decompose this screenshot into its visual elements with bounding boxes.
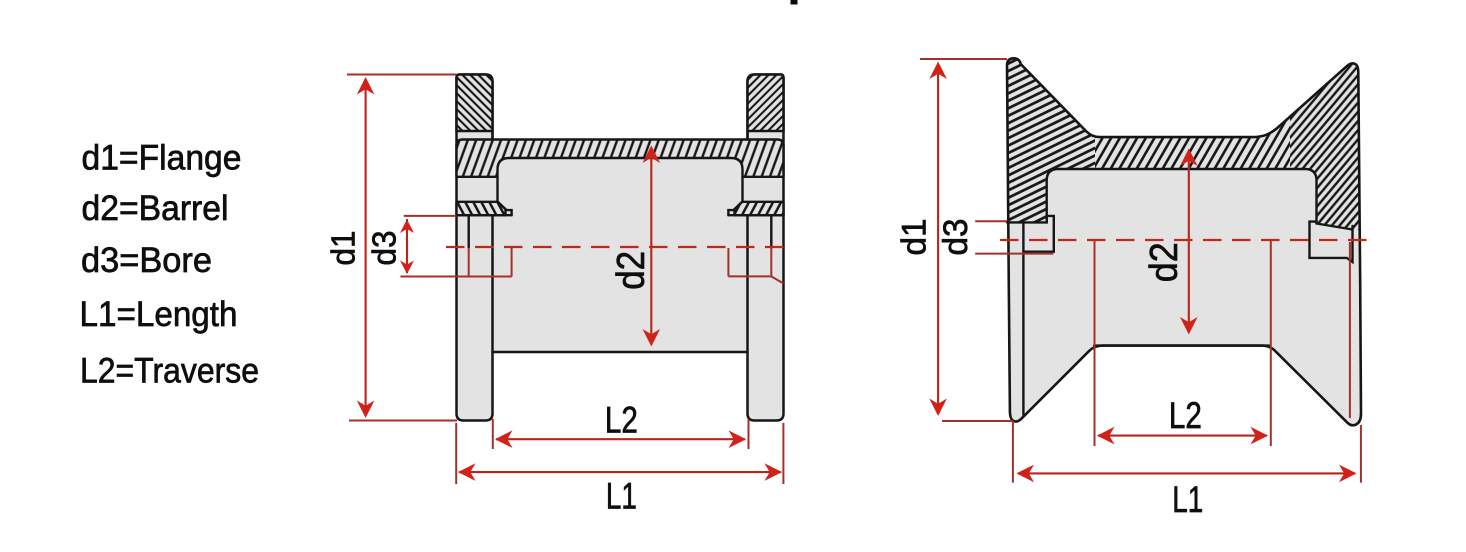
- svg-text:d3: d3: [367, 231, 404, 266]
- svg-text:d1: d1: [326, 231, 363, 266]
- svg-text:d1: d1: [896, 219, 934, 256]
- svg-text:d3: d3: [937, 219, 975, 256]
- svg-text:L1: L1: [606, 475, 637, 516]
- svg-text:d2=Barrel: d2=Barrel: [82, 189, 229, 228]
- svg-text:d2: d2: [610, 251, 653, 290]
- svg-text:L2: L2: [1169, 395, 1202, 436]
- svg-text:d2: d2: [1143, 242, 1186, 282]
- svg-text:L2=Traverse: L2=Traverse: [80, 351, 259, 390]
- svg-text:L1: L1: [1172, 479, 1203, 520]
- svg-text:d3=Bore: d3=Bore: [81, 241, 212, 280]
- svg-text:L2: L2: [605, 399, 638, 440]
- svg-text:L1=Length: L1=Length: [80, 295, 238, 334]
- svg-text:d1=Flange: d1=Flange: [82, 139, 242, 178]
